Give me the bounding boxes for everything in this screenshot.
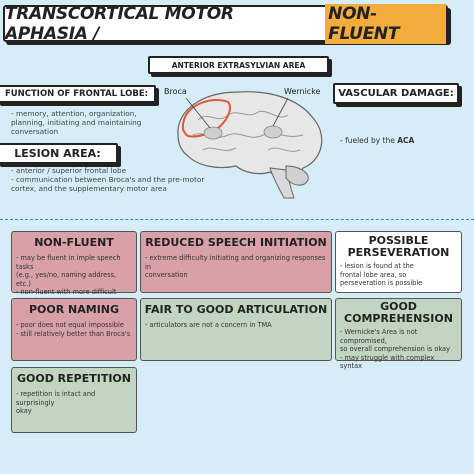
card-body: - repetition is intact and surprisingly …	[16, 390, 96, 416]
card-poor-naming: POOR NAMING - poor does not equal imposs…	[11, 298, 137, 361]
card-title: GOOD COMPREHENSION	[344, 300, 453, 326]
page-title: TRANSCORTICAL MOTOR APHASIA / NON-FLUENT	[3, 3, 448, 44]
card-title: REDUCED SPEECH INITIATION	[145, 236, 327, 249]
card-title: GOOD REPETITION	[16, 372, 131, 385]
card-title: POOR NAMING	[28, 303, 120, 316]
lesion-heading: LESION AREA:	[0, 143, 118, 164]
brain-illustration	[177, 91, 323, 199]
card-reduced-speech-initiation: REDUCED SPEECH INITIATION - extreme diff…	[140, 231, 332, 293]
broca-area	[203, 126, 223, 140]
card-title: POSSIBLE PERSEVERATION	[347, 234, 450, 260]
lesion-list: - anterior / superior frontal lobe - com…	[11, 166, 205, 194]
function-list: - memory, attention, organization, plann…	[11, 109, 142, 137]
wernicke-label: Wernicke	[284, 87, 321, 96]
function-heading: FUNCTION OF FRONTAL LOBE:	[0, 85, 156, 103]
card-body: - Wernicke's Area is not compromised, so…	[340, 328, 450, 371]
broca-label: Broca	[164, 87, 187, 96]
card-non-fluent: NON-FLUENT - may be fluent in imple spee…	[11, 231, 137, 305]
card-body: - lesion is found at the frontal lobe ar…	[340, 262, 423, 288]
region-label: ANTERIOR EXTRASYLVIAN AREA	[148, 56, 329, 74]
cerebellum	[285, 165, 309, 186]
card-good-comprehension: GOOD COMPREHENSION - Wernicke's Area is …	[335, 298, 462, 370]
card-title: NON-FLUENT	[34, 236, 114, 249]
card-fair-to-good-articulation: FAIR TO GOOD ARTICULATION - articulators…	[140, 298, 332, 361]
card-body: - poor does not equal impossible - still…	[16, 321, 131, 338]
card-good-repetition: GOOD REPETITION - repetition is intact a…	[11, 367, 137, 433]
title-highlight: NON-FLUENT	[325, 3, 446, 44]
card-body: - extreme difficulty initiating and orga…	[145, 254, 326, 280]
section-divider	[0, 219, 474, 220]
card-possible-perseveration: POSSIBLE PERSEVERATION - lesion is found…	[335, 231, 462, 293]
title-main: TRANSCORTICAL MOTOR APHASIA /	[5, 3, 234, 44]
vascular-heading: VASCULAR DAMAGE:	[333, 83, 459, 104]
card-title: FAIR TO GOOD ARTICULATION	[144, 303, 328, 316]
card-body: - articulators are not a concern in TMA	[145, 321, 272, 330]
wernicke-area	[263, 125, 283, 139]
vascular-text: - fueled by the ACA	[340, 136, 415, 145]
